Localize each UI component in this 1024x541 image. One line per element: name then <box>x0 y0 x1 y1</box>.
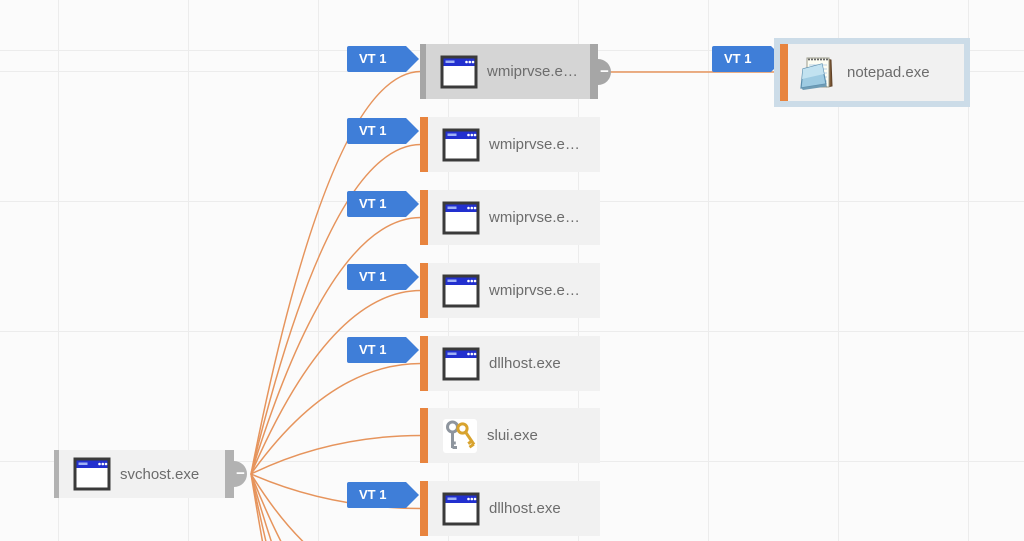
process-node-wmiprvse-3[interactable]: wmiprvse.e… <box>420 190 600 245</box>
vt-badge[interactable]: VT 1 <box>347 264 419 290</box>
process-name-label: svchost.exe <box>120 465 200 483</box>
process-name-label: wmiprvse.e… <box>489 282 580 299</box>
window-icon <box>442 492 480 526</box>
process-name-label: wmiprvse.e… <box>489 209 580 226</box>
node-accent-bar <box>420 408 428 463</box>
process-name-label: dllhost.exe <box>489 500 561 517</box>
selection-highlight-box: notepad.exe <box>774 38 970 107</box>
keys-icon <box>442 418 478 454</box>
window-icon <box>73 457 111 491</box>
node-accent-bar <box>420 190 428 245</box>
process-node-dllhost-2[interactable]: dllhost.exe <box>420 481 600 536</box>
process-node-notepad[interactable]: notepad.exe <box>780 44 964 101</box>
process-name-label: notepad.exe <box>847 64 930 81</box>
window-icon <box>442 128 480 162</box>
node-accent-bar <box>420 263 428 318</box>
vt-badge[interactable]: VT 1 <box>347 337 419 363</box>
vt-badge[interactable]: VT 1 <box>347 46 419 72</box>
node-accent-bar <box>780 44 788 101</box>
process-node-wmiprvse-4[interactable]: wmiprvse.e… <box>420 263 600 318</box>
vt-badge[interactable]: VT 1 <box>347 118 419 144</box>
process-name-label: wmiprvse.e… <box>489 136 580 153</box>
process-node-dllhost-1[interactable]: dllhost.exe <box>420 336 600 391</box>
vt-badge[interactable]: VT 1 <box>712 46 784 72</box>
node-accent-bar <box>420 117 428 172</box>
process-name-label: slui.exe <box>487 427 538 444</box>
vt-badge[interactable]: VT 1 <box>347 191 419 217</box>
process-name-label: dllhost.exe <box>489 355 561 372</box>
node-right-bar <box>225 450 234 498</box>
process-node-slui[interactable]: slui.exe <box>420 408 600 463</box>
window-icon <box>442 274 480 308</box>
collapse-button[interactable]: − <box>598 58 611 85</box>
window-icon <box>440 55 478 89</box>
process-node-wmiprvse-2[interactable]: wmiprvse.e… <box>420 117 600 172</box>
node-accent-bar <box>420 481 428 536</box>
vt-badge[interactable]: VT 1 <box>347 482 419 508</box>
process-node-wmiprvse-1[interactable]: wmiprvse.e… − <box>420 44 611 99</box>
notepad-icon <box>798 53 838 93</box>
node-left-bar <box>420 44 426 99</box>
node-left-bar <box>54 450 59 498</box>
window-icon <box>442 201 480 235</box>
window-icon <box>442 347 480 381</box>
collapse-button[interactable]: − <box>234 461 247 487</box>
node-accent-bar <box>420 336 428 391</box>
node-right-bar <box>590 44 598 99</box>
process-name-label: wmiprvse.e… <box>487 63 578 80</box>
process-node-svchost[interactable]: svchost.exe − <box>54 450 247 498</box>
